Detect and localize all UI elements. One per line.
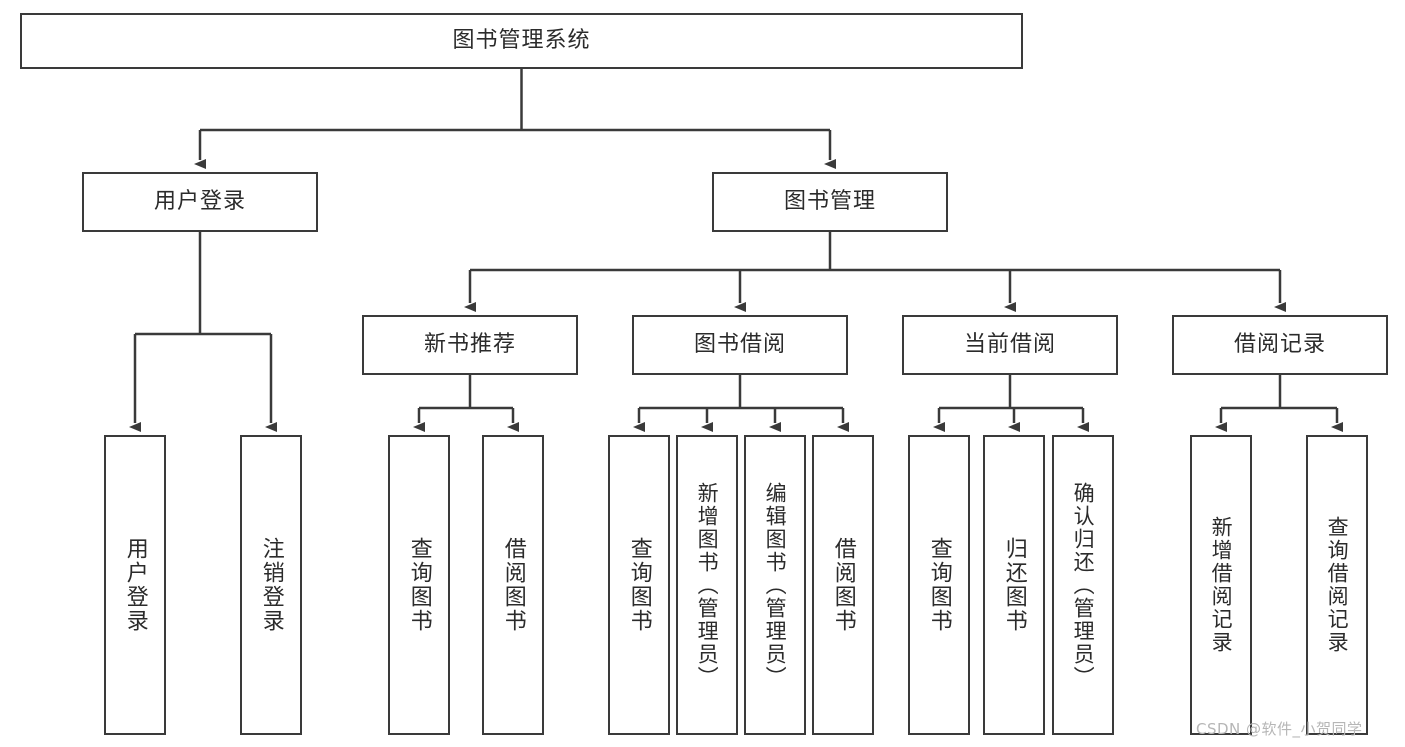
node-leaf-query-record[interactable]: 查询借阅记录 bbox=[1306, 435, 1368, 735]
node-leaf-query-book-3-label: 查询图书 bbox=[926, 537, 952, 633]
node-current-borrow[interactable]: 当前借阅 bbox=[902, 315, 1118, 375]
node-leaf-edit-book[interactable]: 编辑图书（管理员） bbox=[744, 435, 806, 735]
node-root-label: 图书管理系统 bbox=[452, 27, 591, 53]
node-leaf-query-book-3[interactable]: 查询图书 bbox=[908, 435, 970, 735]
node-leaf-edit-book-label: 编辑图书（管理员） bbox=[763, 481, 788, 689]
node-leaf-add-record-label: 新增借阅记录 bbox=[1209, 516, 1234, 654]
node-leaf-borrow-book-2-label: 借阅图书 bbox=[830, 537, 856, 633]
node-leaf-query-book-1-label: 查询图书 bbox=[406, 537, 432, 633]
node-borrow-record-label: 借阅记录 bbox=[1233, 331, 1326, 357]
node-leaf-user-login-label: 用户登录 bbox=[122, 537, 148, 633]
csdn-watermark: CSDN @软件_小贺同学 bbox=[1196, 720, 1363, 738]
node-leaf-borrow-book-1-label: 借阅图书 bbox=[500, 537, 526, 633]
node-leaf-add-book-label: 新增图书（管理员） bbox=[695, 481, 720, 689]
node-leaf-query-book-2-label: 查询图书 bbox=[626, 537, 652, 633]
node-leaf-logout[interactable]: 注销登录 bbox=[240, 435, 302, 735]
node-borrow-record[interactable]: 借阅记录 bbox=[1172, 315, 1388, 375]
node-leaf-logout-label: 注销登录 bbox=[258, 537, 284, 633]
node-new-book-rec-label: 新书推荐 bbox=[423, 331, 516, 357]
node-leaf-borrow-book-2[interactable]: 借阅图书 bbox=[812, 435, 874, 735]
node-leaf-confirm-return[interactable]: 确认归还（管理员） bbox=[1052, 435, 1114, 735]
node-root[interactable]: 图书管理系统 bbox=[20, 13, 1023, 69]
node-book-borrow-label: 图书借阅 bbox=[693, 331, 786, 357]
node-leaf-return-book-label: 归还图书 bbox=[1001, 537, 1027, 633]
node-leaf-add-record[interactable]: 新增借阅记录 bbox=[1190, 435, 1252, 735]
node-leaf-return-book[interactable]: 归还图书 bbox=[983, 435, 1045, 735]
node-user-login-label: 用户登录 bbox=[153, 188, 246, 214]
node-leaf-query-book-1[interactable]: 查询图书 bbox=[388, 435, 450, 735]
node-user-login[interactable]: 用户登录 bbox=[82, 172, 318, 232]
node-leaf-confirm-return-label: 确认归还（管理员） bbox=[1071, 481, 1096, 689]
node-book-manage[interactable]: 图书管理 bbox=[712, 172, 948, 232]
node-leaf-user-login[interactable]: 用户登录 bbox=[104, 435, 166, 735]
node-leaf-add-book[interactable]: 新增图书（管理员） bbox=[676, 435, 738, 735]
node-leaf-query-book-2[interactable]: 查询图书 bbox=[608, 435, 670, 735]
node-leaf-query-record-label: 查询借阅记录 bbox=[1325, 516, 1350, 654]
node-new-book-rec[interactable]: 新书推荐 bbox=[362, 315, 578, 375]
node-book-borrow[interactable]: 图书借阅 bbox=[632, 315, 848, 375]
node-leaf-borrow-book-1[interactable]: 借阅图书 bbox=[482, 435, 544, 735]
node-book-manage-label: 图书管理 bbox=[783, 188, 876, 214]
node-current-borrow-label: 当前借阅 bbox=[963, 331, 1056, 357]
